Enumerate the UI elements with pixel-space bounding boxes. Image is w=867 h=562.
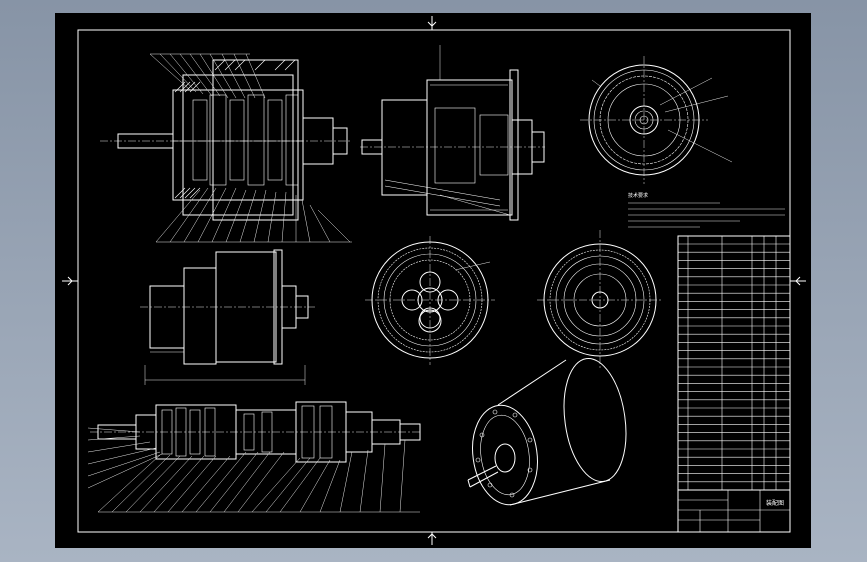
ring-gear-view	[537, 230, 663, 368]
sectional-view-main	[100, 53, 352, 243]
shaft-assembly-view	[87, 401, 421, 513]
isometric-3d-view	[467, 357, 627, 506]
technical-notes: 技术要求	[628, 192, 785, 228]
sectional-view-housing	[360, 45, 545, 221]
side-view-motor	[140, 249, 315, 385]
title-block: 装配图	[677, 489, 791, 533]
planetary-gear-view	[365, 236, 495, 365]
notes-heading: 技术要求	[628, 192, 648, 199]
centering-marks	[62, 16, 806, 545]
end-view-top-right	[580, 56, 733, 184]
title-block-label: 装配图	[766, 499, 784, 507]
